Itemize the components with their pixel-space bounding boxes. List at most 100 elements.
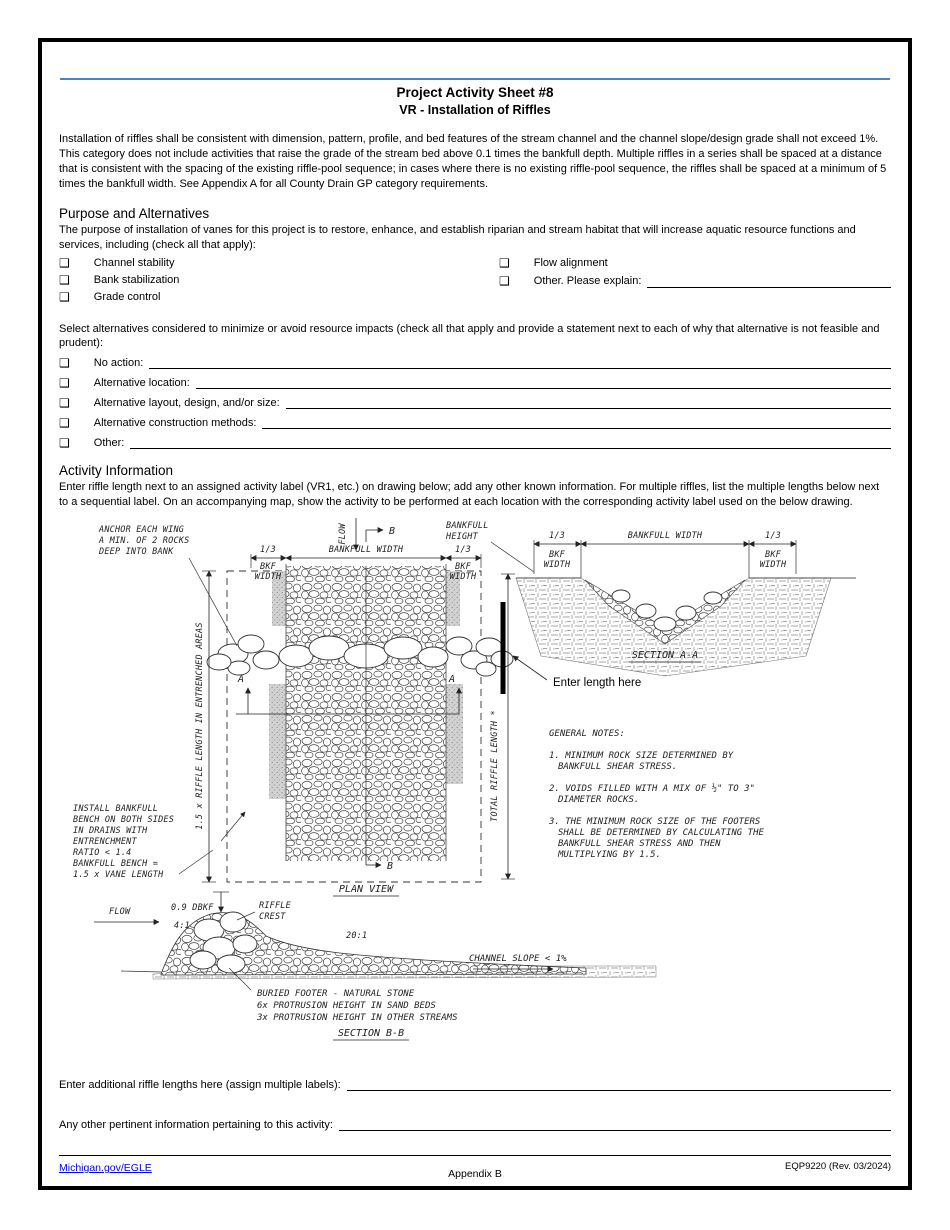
bkf-label: BKF xyxy=(455,562,472,572)
section-aa-title: SECTION A-A xyxy=(632,650,698,661)
section-bb-group: FLOW 0.9 DBKF 4:1 RIFFLE CREST 20:1 CHAN… xyxy=(94,891,657,1041)
install-note-line: IN DRAINS WITH xyxy=(73,826,148,836)
bank-hatch xyxy=(446,571,460,627)
note-line: SHALL BE DETERMINED BY CALCULATING THE xyxy=(558,828,764,838)
checkbox-no-action[interactable]: ❑ xyxy=(59,356,70,371)
alt-label: Alternative layout, design, and/or size: xyxy=(93,397,280,410)
option-channel-stability: ❑ Channel stability xyxy=(59,257,499,269)
third-bkf-label: 1/3 xyxy=(260,545,276,555)
section-aa-group: 1/3 BANKFULL WIDTH 1/3 BKF WIDTH BKF WID… xyxy=(445,521,856,677)
bkf-label: BKF xyxy=(549,550,566,560)
page-footer: Appendix B Michigan.gov/EGLE EQP9220 (Re… xyxy=(42,1158,908,1180)
width-label: WIDTH xyxy=(450,572,477,582)
buried-footer-line: BURIED FOOTER - NATURAL STONE xyxy=(257,989,415,999)
checkbox-alt-other[interactable]: ❑ xyxy=(59,436,70,451)
riffle-crest-label: RIFFLE xyxy=(259,901,292,911)
alt-label: No action: xyxy=(93,357,144,370)
intro-paragraph: Installation of riffles shall be consist… xyxy=(59,132,887,190)
note-line: BANKFULL SHEAR STRESS. xyxy=(558,762,677,772)
note-line: 3. THE MINIMUM ROCK SIZE OF THE FOOTERS xyxy=(548,817,761,827)
dbkf-label: 0.9 DBKF xyxy=(171,903,214,913)
page-content: Project Activity Sheet #8 VR - Installat… xyxy=(42,42,908,1186)
anchor-note-line: DEEP INTO BANK xyxy=(98,547,174,557)
alt-construction-blank[interactable] xyxy=(262,415,891,430)
total-riffle-length-label: TOTAL RIFFLE LENGTH * xyxy=(490,710,500,822)
bank-hatch xyxy=(446,684,463,785)
other-info-blank[interactable] xyxy=(338,1117,891,1132)
checkbox-alt-layout[interactable]: ❑ xyxy=(59,396,70,411)
option-bank-stabilization: ❑ Bank stabilization xyxy=(59,274,499,286)
header-rule xyxy=(60,78,890,80)
install-note-line: RATIO < 1.4 xyxy=(73,848,132,858)
enter-length-here-label: Enter length here xyxy=(553,677,641,689)
third-bkf-label: 1/3 xyxy=(765,531,781,541)
option-other-explain: ❑ Other. Please explain: xyxy=(499,274,891,288)
footer-appendix: Appendix B xyxy=(448,1168,502,1180)
checkbox-bank-stabilization[interactable]: ❑ xyxy=(59,272,70,287)
alt-label: Other: xyxy=(93,437,125,450)
bkf-label: BKF xyxy=(765,550,782,560)
alt-label: Alternative location: xyxy=(93,377,190,390)
install-note-line: BENCH ON BOTH SIDES xyxy=(73,815,174,825)
left-dimension-label: 1.5 x RIFFLE LENGTH IN ENTRENCHED AREAS xyxy=(195,623,205,830)
additional-lengths-row: Enter additional riffle lengths here (as… xyxy=(59,1077,891,1092)
slope-4-1-label: 4:1 xyxy=(174,921,190,931)
bankfull-width-label: BANKFULL WIDTH xyxy=(628,531,703,541)
note-line: 1. MINIMUM ROCK SIZE DETERMINED BY xyxy=(549,751,734,761)
general-notes-heading: GENERAL NOTES: xyxy=(549,729,625,739)
install-note-line: ENTRENCHMENT xyxy=(73,837,137,847)
section-bb-title: SECTION B-B xyxy=(338,1028,404,1039)
width-label: WIDTH xyxy=(255,572,282,582)
length-entry-bar[interactable] xyxy=(500,602,506,695)
option-flow-alignment: ❑ Flow alignment xyxy=(499,257,891,269)
additional-lengths-blank[interactable] xyxy=(346,1077,891,1092)
alt-no-action: ❑ No action: xyxy=(59,355,891,371)
slope-20-1-label: 20:1 xyxy=(346,931,367,941)
purpose-heading: Purpose and Alternatives xyxy=(59,205,210,221)
riffle-crest-label: CREST xyxy=(259,912,286,922)
note-line: MULTIPLYING BY 1.5. xyxy=(557,850,661,860)
install-note-line: 1.5 x VANE LENGTH xyxy=(73,870,164,880)
checkbox-other[interactable]: ❑ xyxy=(499,273,510,288)
note-line: 2. VOIDS FILLED WITH A MIX OF ½" TO 3" xyxy=(549,783,755,794)
install-note-line: BANKFULL BENCH = xyxy=(73,859,158,869)
flow-label-bb: FLOW xyxy=(109,907,131,917)
michigan-egle-link[interactable]: Michigan.gov/EGLE xyxy=(59,1162,152,1174)
bank-hatch xyxy=(269,684,286,800)
alt-other-blank[interactable] xyxy=(130,435,891,450)
checkbox-flow-alignment[interactable]: ❑ xyxy=(499,255,510,270)
alt-location: ❑ Alternative location: xyxy=(59,375,891,391)
install-note-line: INSTALL BANKFULL xyxy=(73,804,158,814)
buried-footer-line: 6x PROTRUSION HEIGHT IN SAND BEDS xyxy=(257,1001,436,1011)
option-grade-control: ❑ Grade control xyxy=(59,291,499,303)
plan-view-group: FLOW B 1/3 BKF WIDTH BANKFULL WIDTH 1/3 … xyxy=(73,518,515,897)
third-bkf-label: 1/3 xyxy=(455,545,471,555)
bank-hatch xyxy=(272,571,286,627)
option-label: Channel stability xyxy=(93,256,175,269)
no-action-blank[interactable] xyxy=(149,355,891,370)
section-a-label-left: A xyxy=(237,674,244,685)
bkf-label: BKF xyxy=(260,562,277,572)
activity-intro: Enter riffle length next to an assigned … xyxy=(59,481,880,509)
other-info-blank-line2[interactable] xyxy=(59,1137,891,1157)
checkbox-grade-control[interactable]: ❑ xyxy=(59,289,70,304)
section-b-label-top: B xyxy=(389,526,395,537)
checkbox-alt-location[interactable]: ❑ xyxy=(59,376,70,391)
other-explain-blank[interactable] xyxy=(647,274,891,288)
alt-layout-blank[interactable] xyxy=(285,395,891,410)
drawing-wrap: FLOW B 1/3 BKF WIDTH BANKFULL WIDTH 1/3 … xyxy=(61,516,891,1059)
bankfull-height-label: BANKFULL xyxy=(446,521,489,531)
flow-label-plan: FLOW xyxy=(338,523,348,545)
additional-lengths-label: Enter additional riffle lengths here (as… xyxy=(59,1079,341,1092)
bankfull-height-label: HEIGHT xyxy=(445,532,479,542)
purpose-left-column: ❑ Channel stability ❑ Bank stabilization… xyxy=(59,257,499,308)
alt-label: Alternative construction methods: xyxy=(93,417,257,430)
buried-footer-line: 3x PROTRUSION HEIGHT IN OTHER STREAMS xyxy=(256,1013,458,1023)
riffle-profile-rocks xyxy=(160,912,587,976)
width-label: WIDTH xyxy=(760,560,787,570)
checkbox-alt-construction[interactable]: ❑ xyxy=(59,416,70,431)
alt-location-blank[interactable] xyxy=(195,375,891,390)
checkbox-channel-stability[interactable]: ❑ xyxy=(59,255,70,270)
alternatives-intro: Select alternatives considered to minimi… xyxy=(59,322,880,350)
activity-heading: Activity Information xyxy=(59,463,174,479)
